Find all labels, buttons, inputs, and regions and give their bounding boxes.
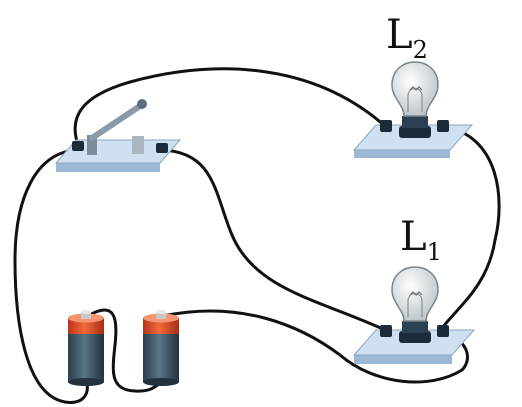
wire-lamp2-to-lamp1	[440, 124, 501, 330]
wires	[13, 67, 501, 404]
lamp2-base-side	[354, 150, 450, 158]
knife-switch	[54, 99, 182, 172]
lamp2-socket-ring	[402, 116, 428, 128]
bulb-icon	[391, 61, 439, 117]
lamp1-socket	[399, 331, 431, 343]
switch-handle	[137, 99, 147, 109]
wire-switch-to-lamp1	[160, 148, 387, 332]
wire-switch-to-lamp2	[73, 67, 387, 152]
wire-battery-to-lamp1	[161, 309, 469, 384]
switch-terminal-left	[72, 141, 84, 151]
bulb-icon	[391, 266, 439, 322]
wire-between-batteries	[86, 308, 164, 393]
battery-icon	[143, 310, 179, 386]
lamp1-socket-ring	[402, 321, 428, 333]
switch-base-side	[56, 163, 160, 172]
lamp1-label: L1	[400, 214, 442, 266]
lamp-1: L1	[352, 214, 476, 364]
switch-terminal-right	[156, 143, 168, 153]
switch-hinge	[87, 135, 97, 155]
lamp1-terminal-right	[437, 325, 449, 337]
battery-icon	[68, 310, 104, 386]
lamp-2: L2	[352, 12, 474, 158]
lamp1-base-side	[354, 355, 452, 364]
battery-right	[143, 310, 179, 386]
lamp2-terminal-left	[380, 120, 392, 132]
wire-switch-to-battery	[13, 148, 89, 404]
switch-contact	[132, 136, 144, 154]
lamp1-terminal-left	[380, 325, 392, 337]
lamp2-terminal-right	[437, 120, 449, 132]
lamp2-socket	[399, 126, 431, 138]
switch-blade	[89, 103, 143, 141]
lamp2-label: L2	[386, 12, 428, 64]
battery-left	[68, 310, 104, 386]
